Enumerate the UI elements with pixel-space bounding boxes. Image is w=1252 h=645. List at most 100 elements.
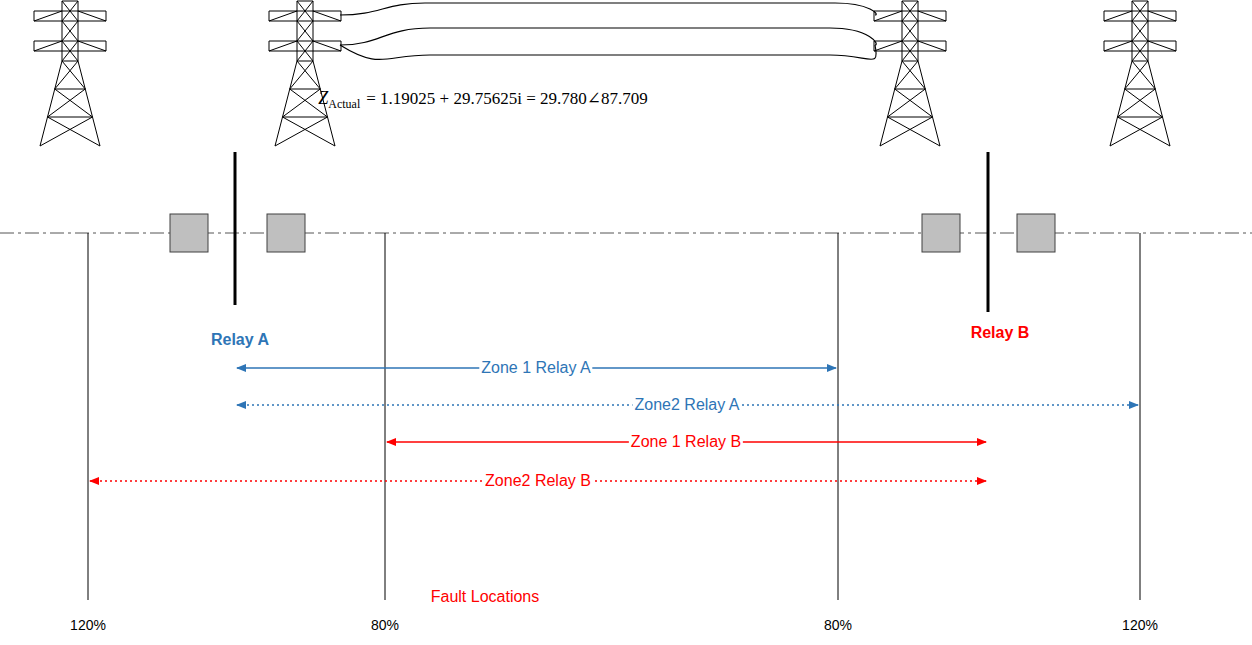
tower-member — [55, 89, 93, 117]
tower-member — [269, 41, 297, 51]
tower-member — [275, 117, 327, 146]
tower-member — [275, 61, 297, 146]
caption-label: Fault Locations — [431, 587, 540, 606]
tower-member — [1104, 41, 1105, 51]
tower-member — [902, 1, 918, 21]
tower-member — [874, 41, 875, 51]
tower-member — [880, 117, 932, 146]
tower-member — [946, 41, 947, 51]
fault-line — [838, 233, 839, 600]
tower-member — [874, 21, 946, 22]
tower-member — [48, 89, 86, 117]
breaker — [922, 214, 960, 252]
tower-member — [918, 1, 919, 61]
tower-member — [34, 41, 62, 51]
tower-member — [269, 21, 341, 22]
busbar — [234, 152, 237, 305]
tower-member — [297, 21, 313, 41]
tower-member — [313, 1, 314, 61]
tower-member — [918, 41, 946, 51]
tower-member — [1132, 21, 1148, 41]
tower-member — [902, 1, 918, 2]
tower-member — [62, 41, 78, 61]
tower-member — [1104, 21, 1176, 22]
tower-member — [62, 41, 78, 61]
tower-member — [918, 11, 946, 21]
percent-label: 120% — [1122, 617, 1158, 634]
tower-member — [888, 117, 933, 118]
tower-member — [1125, 89, 1155, 90]
tower-member — [1118, 89, 1156, 117]
tower-member — [106, 11, 107, 21]
percent-label: 120% — [70, 617, 106, 634]
tower-member — [1125, 61, 1148, 89]
tower-member — [62, 1, 78, 2]
tower-member — [283, 89, 321, 117]
tower-member — [902, 41, 918, 61]
tower-member — [1104, 41, 1132, 51]
tower-member — [55, 89, 85, 90]
breaker — [170, 214, 208, 252]
tower-member — [902, 1, 918, 21]
transmission-towers — [34, 1, 1176, 146]
tower-member — [62, 61, 78, 62]
zone-arrows — [90, 368, 1138, 481]
relay-label: Relay A — [211, 330, 269, 349]
tower-member — [313, 11, 341, 21]
tower-member — [106, 41, 107, 51]
fault-line — [385, 233, 386, 600]
tower-member — [895, 89, 925, 90]
tower-member — [874, 11, 875, 21]
tower-member — [297, 61, 313, 62]
tower-member — [1110, 61, 1132, 146]
tower-member — [283, 117, 335, 146]
tower-member — [895, 89, 933, 117]
tower-member — [902, 61, 925, 89]
tower-member — [297, 61, 320, 89]
tower-member — [341, 11, 342, 21]
zone-label: Zone2 Relay A — [633, 395, 742, 414]
tower-member — [269, 11, 297, 21]
tower — [874, 1, 946, 146]
fault-line — [88, 233, 89, 600]
tower-member — [918, 61, 940, 146]
tower-member — [1148, 61, 1170, 146]
tower-member — [297, 21, 313, 41]
tower-member — [55, 61, 78, 89]
tower-member — [1132, 21, 1148, 41]
tower-member — [290, 61, 313, 89]
tower-member — [1132, 1, 1133, 61]
tower-member — [62, 21, 78, 41]
tower-member — [297, 1, 313, 2]
tower-member — [40, 117, 92, 146]
tower-member — [269, 41, 270, 51]
tower-member — [1118, 117, 1170, 146]
tower-member — [895, 61, 918, 89]
tower-member — [297, 41, 313, 61]
tower-member — [1125, 89, 1163, 117]
tower-member — [48, 117, 100, 146]
relay-label: Relay B — [971, 323, 1030, 342]
tower-member — [40, 61, 62, 146]
conductor — [340, 28, 876, 45]
tower-member — [290, 89, 320, 90]
tower-member — [1176, 41, 1177, 51]
tower-member — [1176, 11, 1177, 21]
tower-member — [1104, 11, 1132, 21]
percent-label: 80% — [824, 617, 852, 634]
tower-member — [1132, 41, 1148, 61]
tower-member — [297, 1, 313, 21]
fault-location-lines — [88, 233, 1140, 600]
tower-member — [874, 41, 946, 42]
zone-label: Zone2 Relay B — [483, 471, 593, 490]
tower-member — [902, 1, 903, 61]
tower-member — [283, 117, 328, 118]
percent-label: 80% — [371, 617, 399, 634]
tower-member — [1132, 61, 1155, 89]
busbar — [987, 152, 990, 312]
conductor — [340, 3, 876, 15]
impedance-equation: ZActual= 1.19025 + 29.75625i = 29.780∠87… — [318, 88, 648, 112]
tower-member — [874, 41, 902, 51]
tower-member — [1104, 11, 1105, 21]
